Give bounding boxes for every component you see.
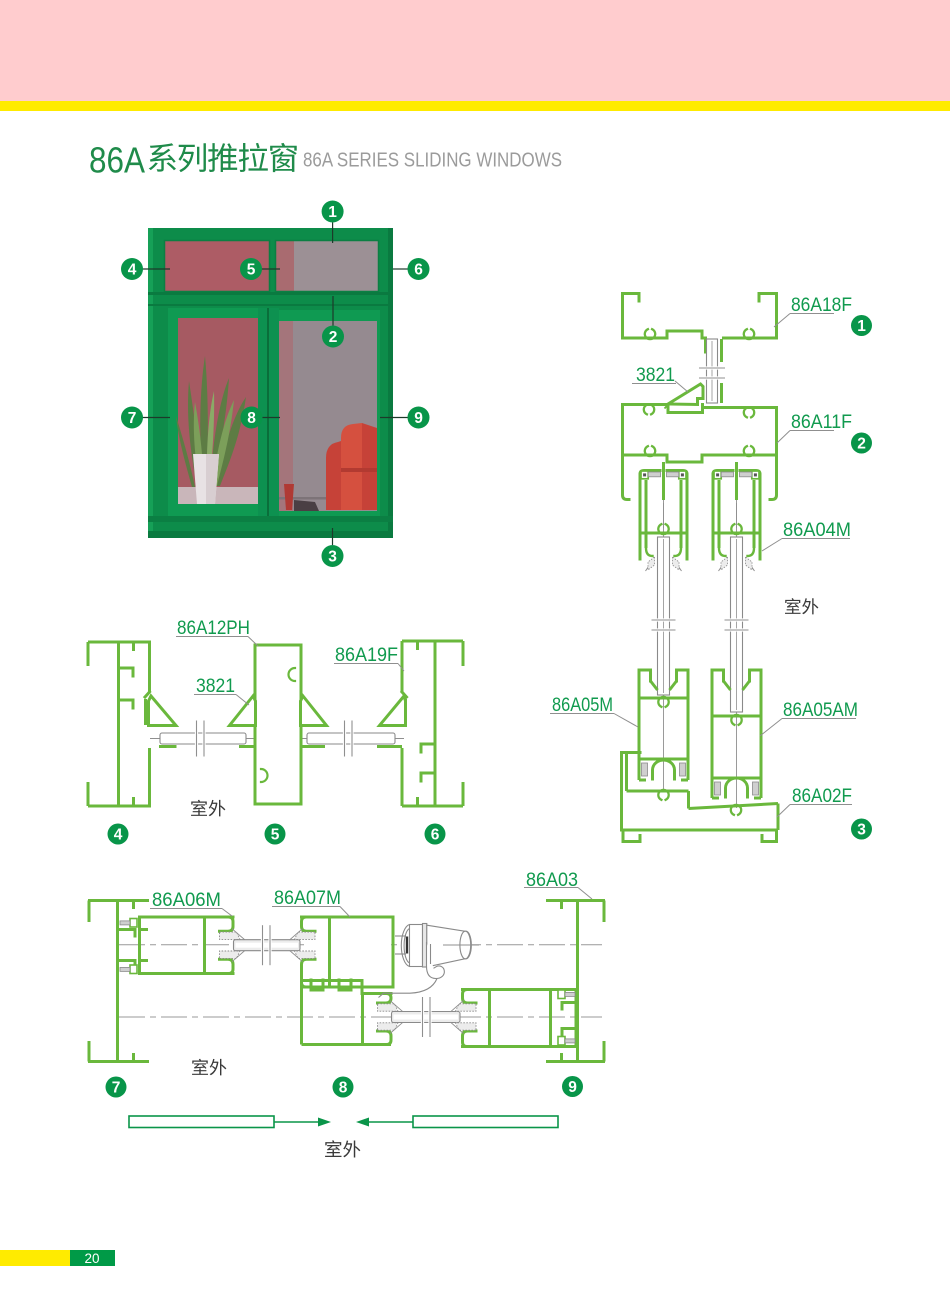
svg-text:5: 5 <box>271 827 280 844</box>
svg-text:3: 3 <box>328 549 337 566</box>
svg-text:8: 8 <box>247 410 256 427</box>
svg-text:86A02F: 86A02F <box>792 785 852 807</box>
svg-text:8: 8 <box>339 1080 348 1097</box>
svg-text:3821: 3821 <box>636 364 675 386</box>
svg-text:7: 7 <box>112 1080 121 1097</box>
svg-text:4: 4 <box>128 262 137 279</box>
svg-text:9: 9 <box>568 1079 577 1096</box>
svg-text:86A12PH: 86A12PH <box>177 617 250 639</box>
svg-text:1: 1 <box>328 204 337 221</box>
svg-text:5: 5 <box>247 262 256 279</box>
svg-text:9: 9 <box>414 410 423 427</box>
svg-text:3: 3 <box>857 822 866 839</box>
svg-text:4: 4 <box>114 827 123 844</box>
svg-text:6: 6 <box>414 262 423 279</box>
svg-text:86A SERIES SLIDING WINDOWS: 86A SERIES SLIDING WINDOWS <box>303 149 562 172</box>
svg-text:86A06M: 86A06M <box>152 889 221 911</box>
svg-text:86A05M: 86A05M <box>552 694 613 716</box>
svg-text:2: 2 <box>329 329 338 346</box>
svg-text:1: 1 <box>857 318 866 335</box>
svg-text:86A: 86A <box>89 140 146 181</box>
svg-text:86A04M: 86A04M <box>783 519 851 541</box>
svg-text:7: 7 <box>128 410 137 427</box>
svg-text:86A18F: 86A18F <box>791 294 852 316</box>
svg-text:2: 2 <box>857 436 866 453</box>
svg-text:6: 6 <box>431 827 440 844</box>
svg-text:86A03: 86A03 <box>526 869 578 891</box>
svg-text:86A05AM: 86A05AM <box>783 699 858 721</box>
svg-text:86A07M: 86A07M <box>274 887 341 909</box>
svg-text:3821: 3821 <box>196 675 235 697</box>
svg-text:20: 20 <box>84 1251 99 1266</box>
svg-text:86A11F: 86A11F <box>791 411 852 433</box>
svg-text:86A19F: 86A19F <box>335 644 398 666</box>
